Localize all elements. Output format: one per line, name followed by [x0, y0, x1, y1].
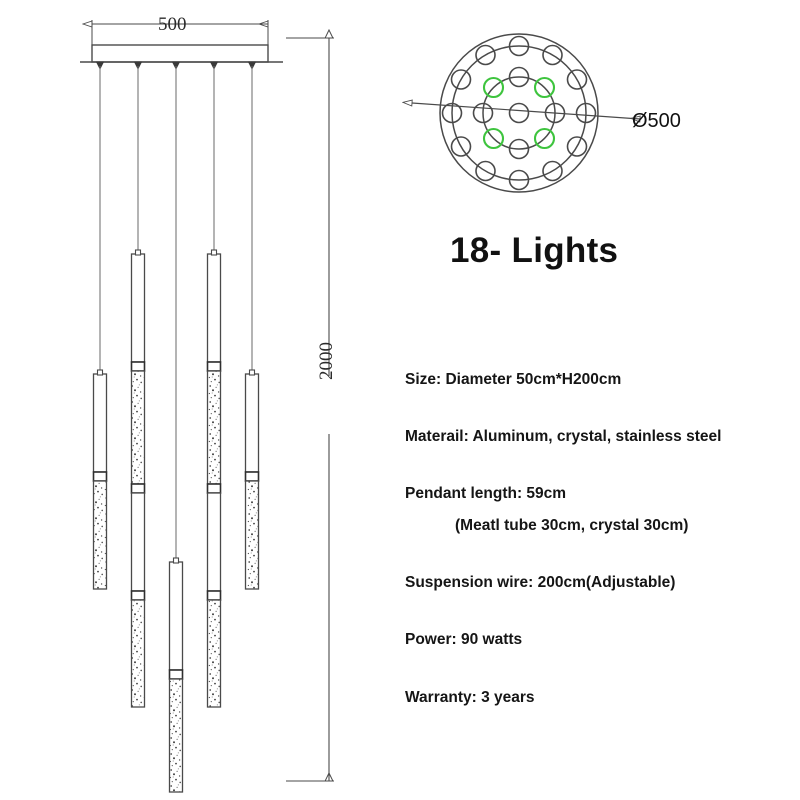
- pendant-tube: [206, 483, 222, 708]
- tube-connector-band: [244, 471, 260, 482]
- pendant-tube: [130, 249, 146, 485]
- spec-text: Size: Diameter 50cm*H200cm: [405, 370, 622, 388]
- tube-connector-band: [130, 483, 146, 494]
- spec-text: Power: 90 watts: [405, 631, 523, 649]
- pendant-tube: [244, 369, 260, 590]
- diameter-leader-line: [412, 103, 640, 119]
- tube-cap: [134, 249, 142, 256]
- tube-connector-band: [130, 361, 146, 372]
- wire-attachment-points: [95, 61, 257, 70]
- specification-list: Size: Diameter 50cm*H200cm Materail: Alu…: [405, 370, 795, 708]
- width-dimension-label: 500: [158, 14, 187, 35]
- pendant-tube: [168, 557, 184, 793]
- wire-nub: [133, 61, 143, 70]
- light-node: [508, 35, 530, 57]
- light-node: [508, 169, 530, 191]
- spec-subtext: (Meatl tube 30cm, crystal 30cm): [455, 516, 689, 534]
- tube-metal-section: [206, 253, 222, 363]
- spec-text: Pendant length: 59cm: [405, 485, 567, 503]
- inner-ring: [482, 76, 556, 150]
- tube-connector-band: [168, 669, 184, 680]
- front-elevation-view: [80, 20, 338, 793]
- outer-ring: [439, 33, 599, 193]
- spec-item-warranty: Warranty: 3 years: [405, 688, 795, 707]
- spec-text: Suspension wire: 200cm(Adjustable): [405, 574, 676, 591]
- light-node: [450, 69, 472, 90]
- light-node: [566, 136, 588, 157]
- pendant-tube: [92, 369, 108, 590]
- center-light-node: [508, 102, 530, 124]
- tube-metal-section: [168, 561, 184, 671]
- light-node: [508, 138, 530, 160]
- light-node: [542, 44, 563, 66]
- specification-panel: 18- Lights Size: Diameter 50cm*H200cm Ma…: [405, 231, 795, 705]
- light-node-highlighted: [482, 76, 505, 99]
- spec-text: Warranty: 3 years: [405, 688, 535, 706]
- wire-nub: [95, 61, 105, 70]
- spec-item-material: Materail: Aluminum, crystal, stainless s…: [405, 427, 795, 446]
- light-node-highlighted: [533, 127, 556, 150]
- suspension-wires: [99, 66, 253, 564]
- tube-connector-band: [206, 590, 222, 601]
- wire-nub: [247, 61, 257, 70]
- spec-text: Materail: Aluminum, crystal, stainless s…: [405, 427, 722, 445]
- tube-cap: [96, 369, 104, 376]
- tube-crystal-section: [130, 599, 146, 708]
- pendant-tube: [130, 483, 146, 708]
- light-node-highlighted: [482, 127, 505, 150]
- light-node: [475, 44, 496, 66]
- light-node: [450, 136, 472, 157]
- tube-crystal-section: [168, 678, 184, 793]
- diameter-dimension-label: Ø500: [632, 110, 681, 132]
- light-node-highlighted: [533, 76, 556, 99]
- tube-metal-section: [206, 492, 222, 592]
- pendant-tube: [206, 249, 222, 485]
- spec-item-power: Power: 90 watts: [405, 630, 795, 649]
- tube-connector-band: [206, 483, 222, 494]
- height-label-backdrop: [321, 376, 338, 434]
- tube-crystal-section: [130, 370, 146, 485]
- tube-cap: [248, 369, 256, 376]
- wire-nub: [209, 61, 219, 70]
- tube-crystal-section: [244, 480, 260, 590]
- ceiling-plate: [91, 44, 269, 63]
- tube-metal-section: [244, 373, 260, 473]
- light-node: [475, 160, 496, 182]
- light-node: [542, 160, 563, 182]
- tube-crystal-section: [92, 480, 108, 590]
- tube-cap: [172, 557, 180, 564]
- top-view-plan: [412, 33, 640, 193]
- light-node: [566, 69, 588, 90]
- height-dimension: [286, 38, 338, 782]
- tube-metal-section: [92, 373, 108, 473]
- spec-item-pendant-length: Pendant length: 59cm (Meatl tube 30cm, c…: [405, 484, 795, 535]
- tube-metal-section: [130, 253, 146, 363]
- wire-nub: [171, 61, 181, 70]
- height-dimension-label: 2000: [316, 342, 337, 380]
- tube-metal-section: [130, 492, 146, 592]
- tube-crystal-section: [206, 370, 222, 485]
- tube-cap: [210, 249, 218, 256]
- outer-light-nodes: [441, 35, 597, 191]
- tube-connector-band: [130, 590, 146, 601]
- lights-count-headline: 18- Lights: [450, 231, 619, 270]
- spec-item-suspension-wire: Suspension wire: 200cm(Adjustable): [405, 573, 795, 592]
- tube-crystal-section: [206, 599, 222, 708]
- mid-ring: [451, 45, 587, 181]
- tube-connector-band: [206, 361, 222, 372]
- spec-item-size: Size: Diameter 50cm*H200cm: [405, 370, 795, 389]
- light-node: [508, 66, 530, 88]
- tube-connector-band: [92, 471, 108, 482]
